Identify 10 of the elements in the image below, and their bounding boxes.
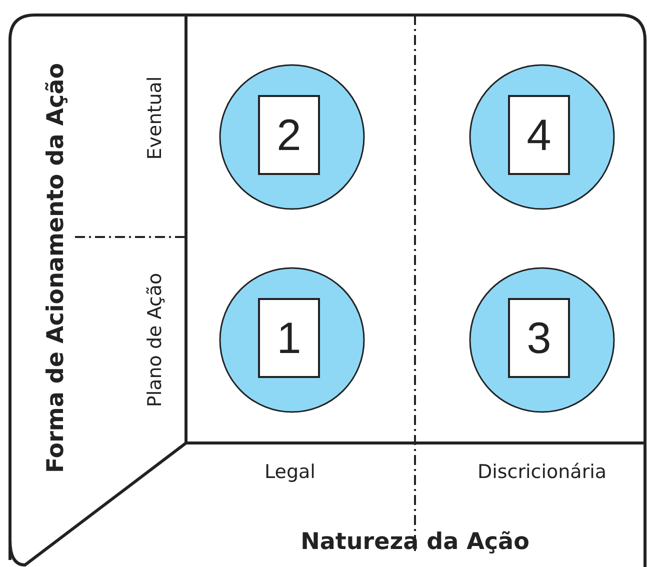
row-label: Eventual xyxy=(144,76,166,160)
column-label: Discricionária xyxy=(477,461,607,483)
column-label: Legal xyxy=(264,461,316,483)
axis-title: Natureza da Ação xyxy=(300,529,530,555)
axis-title: Forma de Acionamento da Ação xyxy=(43,63,69,473)
row-label: Plano de Ação xyxy=(144,272,166,408)
quadrant-number: 1 xyxy=(258,298,320,378)
quadrant-number: 4 xyxy=(508,95,570,175)
quadrant-number: 3 xyxy=(508,298,570,378)
quadrant-number: 2 xyxy=(258,95,320,175)
